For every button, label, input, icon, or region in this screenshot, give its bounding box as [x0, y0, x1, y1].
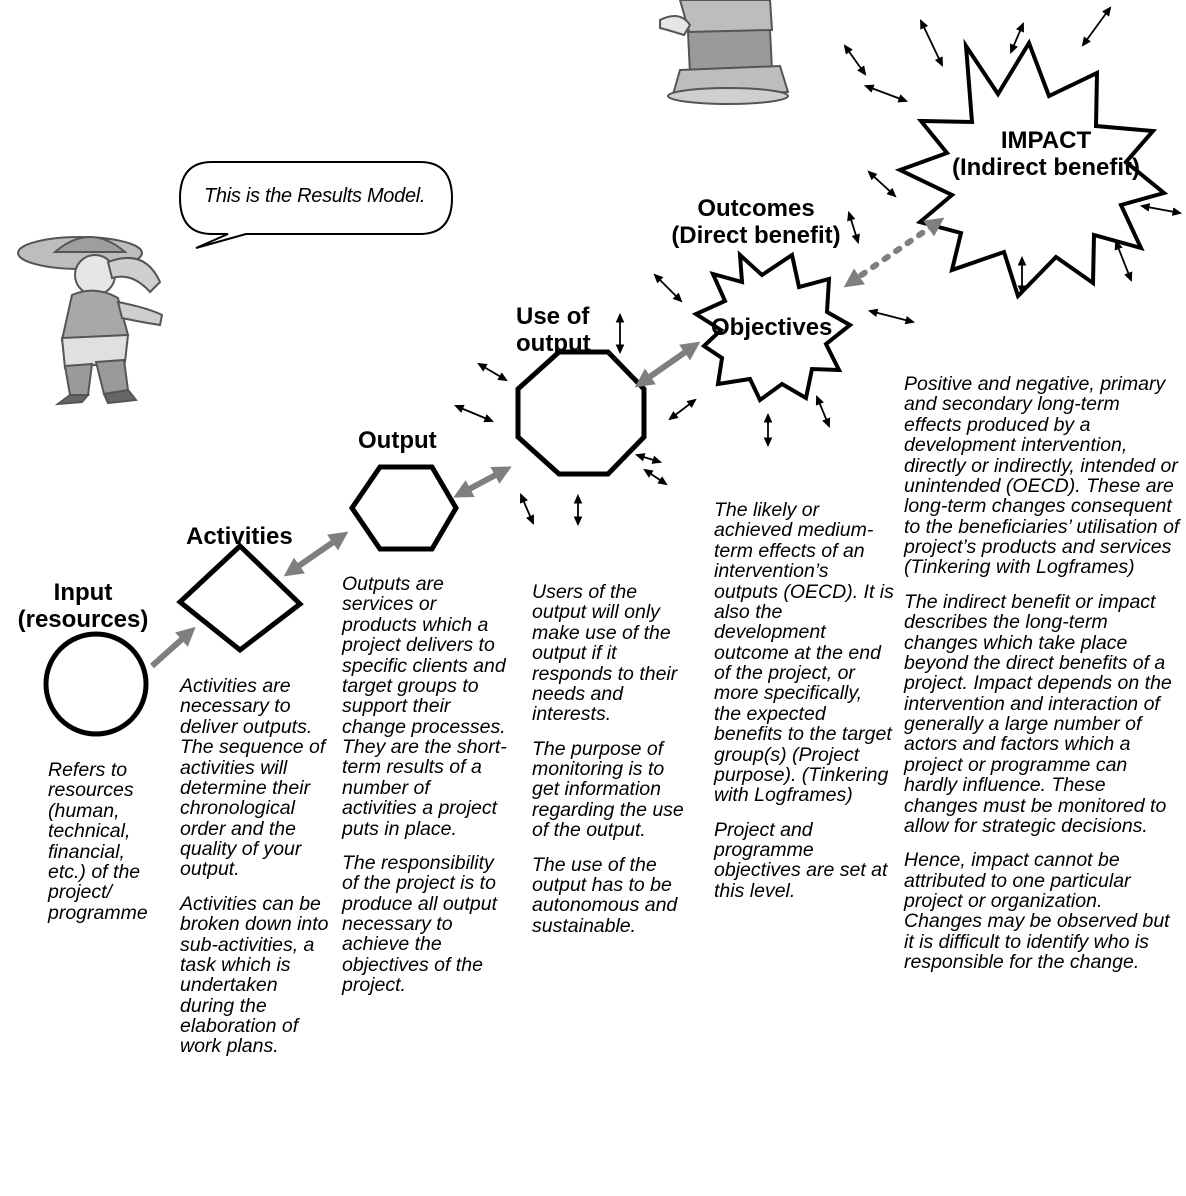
output-hexagon-shape [348, 464, 459, 552]
use-of-output-desc-paragraph-3: The use of the output has to be autonomo… [532, 853, 678, 937]
outcomes-label: Outcomes (Direct benefit) [671, 195, 841, 249]
input-description: Refers to resources (human, technical, f… [48, 760, 166, 937]
arrow-input-to-activities [149, 626, 196, 669]
impact-desc-paragraph-1: Positive and negative, primary and secon… [904, 373, 1180, 579]
input-label: Input (resources) [17, 579, 149, 633]
stage-arrows [149, 217, 945, 669]
activities-label: Activities [186, 523, 293, 550]
use-of-output-desc-paragraph-1: Users of the output will only make use o… [532, 581, 678, 726]
arrow-objectives-impact [843, 217, 945, 288]
activities-description: Activities are necessary to deliver outp… [180, 676, 332, 1071]
impact-desc-paragraph-2: The indirect benefit or impact describes… [904, 590, 1172, 837]
output-label: Output [358, 427, 437, 454]
activities-desc-paragraph-1: Activities are necessary to deliver outp… [180, 675, 326, 881]
impact-description: Positive and negative, primary and secon… [904, 374, 1182, 987]
input-desc-paragraph: Refers to resources (human, technical, f… [48, 759, 148, 924]
objectives-shape-label: Objectives [711, 314, 833, 341]
activities-diamond-shape [176, 542, 304, 654]
arrow-output-useofoutput [453, 466, 512, 498]
outcomes-description: The likely or achieved medium-term effec… [714, 500, 894, 915]
input-circle-shape [43, 631, 149, 737]
outcomes-desc-paragraph-2: Project and programme objectives are set… [714, 818, 888, 902]
use-of-output-description: Users of the output will only make use o… [532, 582, 690, 950]
influence-arrows [454, 6, 1183, 527]
impact-label: IMPACT (Indirect benefit) [951, 127, 1140, 181]
impact-desc-paragraph-3: Hence, impact cannot be attributed to on… [904, 849, 1170, 974]
output-description: Outputs are services or products which a… [342, 574, 508, 1010]
impact-explosion-shape [894, 38, 1169, 300]
use-of-output-label: Use of output [516, 303, 591, 357]
sitting-figure-illustration [659, 0, 790, 105]
use-of-output-octagon-shape [515, 349, 647, 477]
objectives-star-shape [691, 250, 854, 404]
activities-desc-paragraph-2: Activities can be broken down into sub-a… [180, 892, 329, 1058]
speech-bubble [178, 161, 454, 249]
farmer-illustration [17, 236, 164, 406]
output-desc-paragraph-1: Outputs are services or products which a… [342, 573, 507, 840]
arrow-activities-output [283, 531, 349, 577]
use-of-output-desc-paragraph-2: The purpose of monitoring is to get info… [532, 737, 684, 842]
arrow-useofoutput-objectives [634, 341, 701, 388]
output-desc-paragraph-2: The responsibility of the project is to … [342, 851, 498, 997]
outcomes-desc-paragraph-1: The likely or achieved medium-term effec… [714, 499, 894, 807]
speech-bubble-text: This is the Results Model. [204, 185, 426, 207]
